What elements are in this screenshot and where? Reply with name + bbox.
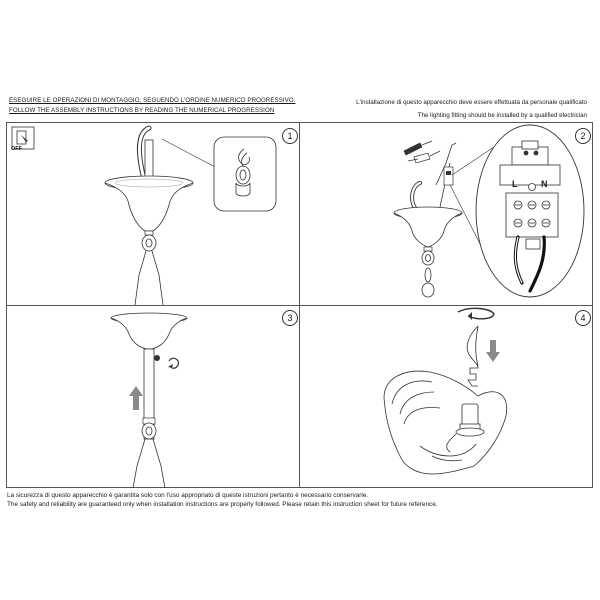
notice-italian: ESEGUIRE LE OPERAZIONI DI MONTAGGIO, SEG… bbox=[9, 97, 296, 104]
screw-in-arrow-icon bbox=[457, 307, 495, 320]
safety-note-english: The safety and reliability are guarantee… bbox=[7, 501, 438, 508]
step-number-1: 1 bbox=[282, 128, 298, 144]
electrician-notice: L'installazione di questo apparecchio de… bbox=[287, 96, 587, 122]
step-3-panel: 3 bbox=[7, 306, 299, 488]
step-4-panel: 4 bbox=[300, 306, 592, 488]
down-arrow-icon bbox=[486, 340, 500, 362]
hook-detail-box bbox=[213, 136, 277, 212]
step-1-panel: OFF 1 bbox=[7, 123, 299, 305]
terminal-block-icon bbox=[499, 140, 561, 250]
hook-detail-icon bbox=[235, 148, 251, 197]
set-screw-icon bbox=[154, 355, 160, 361]
step-1-illustration bbox=[11, 125, 277, 305]
step-2-illustration bbox=[393, 124, 585, 298]
candle-bulb-icon bbox=[466, 325, 479, 387]
terminal-live-label: L bbox=[512, 179, 518, 189]
wire-stripper-icon bbox=[407, 150, 441, 164]
step-2-panel: L N 2 bbox=[300, 123, 592, 305]
chain-icon bbox=[421, 250, 435, 298]
switch-off-label: OFF bbox=[11, 146, 22, 152]
small-terminal-icon bbox=[443, 166, 454, 186]
chandelier-arm-icon bbox=[383, 370, 508, 475]
notice-english: FOLLOW THE ASSEMBLY INSTRUCTIONS BY READ… bbox=[9, 106, 275, 114]
electrician-notice-italian: L'installazione di questo apparecchio de… bbox=[356, 99, 587, 106]
chain-icon bbox=[134, 234, 164, 305]
up-arrow-icon bbox=[129, 386, 143, 410]
rotate-arrow-icon bbox=[168, 357, 180, 369]
safety-note-italian: La sicurezza di questo apparecchio è gar… bbox=[7, 492, 369, 499]
step-number-3: 3 bbox=[282, 310, 298, 326]
chain-icon bbox=[132, 422, 166, 488]
step-3-illustration bbox=[110, 312, 188, 488]
assembly-order-notice: ESEGUIRE LE OPERAZIONI DI MONTAGGIO, SEG… bbox=[9, 96, 299, 115]
screwdriver-icon bbox=[403, 140, 433, 156]
terminal-neutral-label: N bbox=[541, 179, 548, 189]
horizontal-divider bbox=[7, 305, 592, 306]
step-number-4: 4 bbox=[575, 310, 591, 326]
safety-footer: La sicurezza di questo apparecchio è gar… bbox=[7, 491, 592, 509]
electrician-notice-english: The lighting fitting should be installed… bbox=[417, 112, 587, 119]
bulb-holder-icon bbox=[446, 403, 485, 453]
instruction-sheet: OFF 1 bbox=[6, 122, 593, 488]
step-number-2: 2 bbox=[575, 128, 591, 144]
step-4-illustration bbox=[383, 307, 508, 475]
